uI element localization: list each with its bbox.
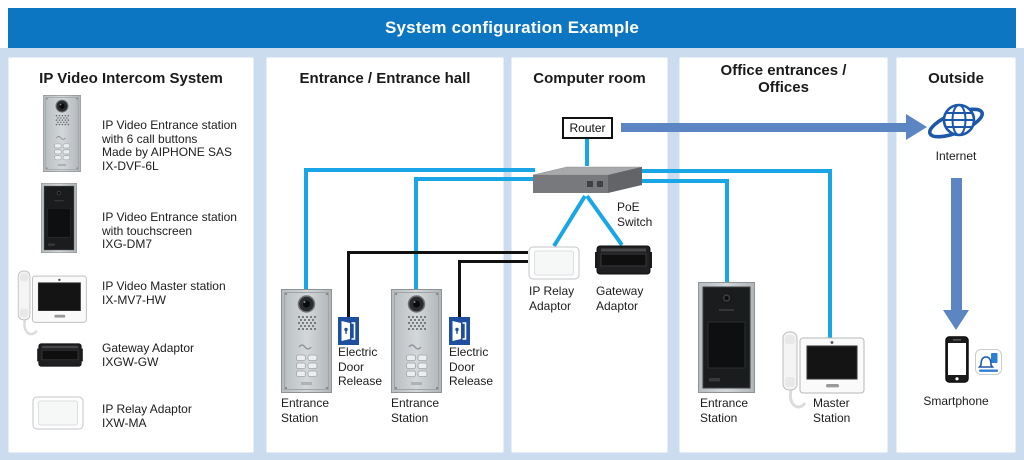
intercom-app-icon — [975, 349, 1002, 375]
network-wire — [414, 177, 418, 291]
entrance-station-6btn-icon — [43, 95, 81, 172]
legend-item-desc: IP Video Entrance station with 6 call bu… — [102, 118, 237, 173]
ip-relay-adaptor — [528, 246, 580, 280]
master-station-label: Master Station — [813, 396, 851, 425]
router-to-internet-arrowhead — [906, 114, 927, 140]
legend-item-desc: IP Video Entrance station with touchscre… — [102, 210, 237, 251]
door-release-icon-2 — [449, 317, 470, 345]
header-computer-room: Computer room — [533, 70, 646, 88]
router-box: Router — [562, 117, 613, 139]
switch-adaptor-wires — [552, 194, 624, 248]
door-release-wire — [348, 251, 528, 254]
network-wire — [641, 169, 832, 173]
header-offices: Office entrances / Offices — [720, 61, 847, 96]
header-outside: Outside — [928, 70, 984, 88]
smartphone-label: Smartphone — [923, 394, 989, 408]
entrance-station-1 — [281, 289, 332, 393]
internet-globe-icon — [925, 98, 987, 148]
internet-to-smartphone-arrowhead — [943, 310, 969, 330]
ip-relay-adaptor-icon — [32, 396, 84, 430]
internet-label: Internet — [935, 149, 977, 163]
network-wire — [414, 177, 535, 181]
door-release-icon-1 — [338, 317, 359, 345]
network-wire — [641, 179, 729, 183]
door-release-wire — [458, 260, 461, 317]
gateway-adaptor — [595, 245, 652, 275]
legend-item-desc: Gateway Adaptor IXGW-GW — [102, 341, 195, 369]
entrance-station-2 — [391, 289, 442, 393]
master-station-icon — [14, 265, 88, 341]
network-wire — [304, 168, 535, 172]
door-release-2-label: Electric Door Release — [449, 345, 494, 388]
network-wire — [828, 169, 832, 339]
router-switch-wire — [585, 138, 589, 166]
entrance-station-1-label: Entrance Station — [281, 396, 330, 425]
poe-switch — [531, 160, 646, 202]
network-wire — [725, 179, 729, 283]
office-entrance-station — [698, 282, 755, 393]
internet-to-smartphone-arrow — [951, 178, 962, 310]
door-release-1-label: Electric Door Release — [338, 345, 383, 388]
header-entrance-hall: Entrance / Entrance hall — [299, 70, 471, 88]
page-title: System configuration Example — [384, 18, 640, 37]
router-label: Router — [569, 121, 606, 135]
gateway-adaptor-icon — [37, 343, 83, 367]
gateway-adaptor-label: Gateway Adaptor — [596, 284, 644, 313]
office-entrance-station-label: Entrance Station — [700, 396, 749, 425]
panel-entrance-hall — [266, 57, 504, 453]
door-release-wire — [459, 260, 528, 263]
router-to-internet-arrow — [621, 123, 906, 132]
legend-item-desc: IP Video Master station IX-MV7-HW — [102, 279, 226, 307]
header-intercom-system: IP Video Intercom System — [39, 70, 223, 88]
network-wire — [304, 168, 308, 291]
entrance-station-touchscreen-icon — [41, 183, 77, 253]
title-banner: System configuration Example — [8, 8, 1016, 48]
poe-switch-label: PoE Switch — [617, 200, 653, 229]
door-release-wire — [347, 251, 350, 317]
entrance-station-2-label: Entrance Station — [391, 396, 440, 425]
ip-relay-adaptor-label: IP Relay Adaptor — [529, 284, 575, 313]
smartphone-icon — [945, 336, 969, 383]
legend-item-desc: IP Relay Adaptor IXW-MA — [102, 402, 192, 430]
